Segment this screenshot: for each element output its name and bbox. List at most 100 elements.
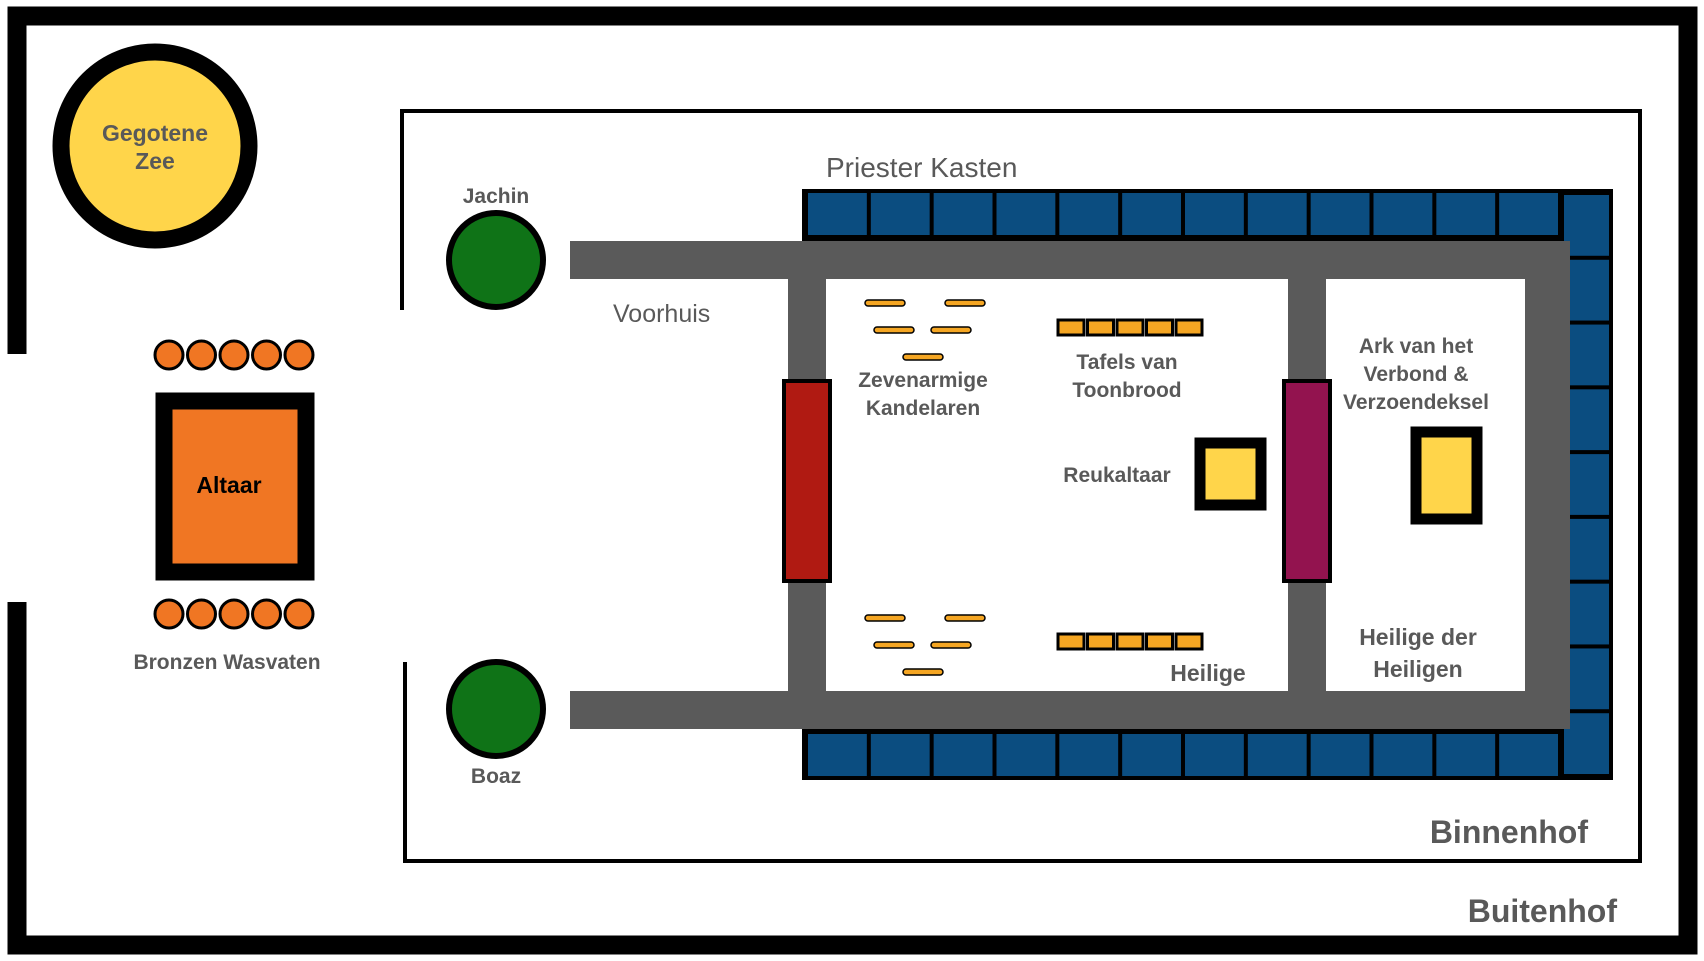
bronze-basins-label: Bronzen Wasvaten: [133, 651, 320, 674]
priest-chamber: [1247, 734, 1307, 776]
priest-chamber: [1564, 518, 1609, 580]
bronze-basin: [153, 598, 185, 630]
priest-chamber: [996, 734, 1056, 776]
priest-chamber: [1247, 193, 1307, 235]
boaz-label: Boaz: [471, 765, 521, 788]
priest-chamber: [933, 193, 993, 235]
showbread-table: [1145, 632, 1174, 651]
priest-chamber: [1436, 734, 1496, 776]
holy-of-holies-label-2: Heiligen: [1373, 656, 1462, 682]
priest-chamber: [1564, 454, 1609, 515]
priest-chamber: [1185, 734, 1244, 776]
priest-chamber: [1373, 193, 1433, 235]
bronze-basin: [218, 339, 250, 371]
candlestick: [864, 614, 906, 622]
showbread-table: [1115, 632, 1145, 651]
holy-of-holies-label-1: Heilige der: [1359, 624, 1477, 650]
ark-of-covenant: [1410, 426, 1483, 525]
candlesticks-label-1: Zevenarmige: [858, 369, 988, 392]
priest-chamber: [1185, 193, 1244, 235]
holy-place-label: Heilige: [1170, 660, 1245, 686]
priest-chamber: [1122, 193, 1181, 235]
jachin-label: Jachin: [463, 185, 530, 208]
priest-chambers-label: Priester Kasten: [826, 152, 1017, 183]
incense-altar-label: Reukaltaar: [1063, 464, 1170, 487]
showbread-tables-bottom: [1056, 632, 1204, 651]
incense-altar: [1194, 437, 1267, 511]
pillar-boaz: [446, 659, 546, 759]
candlestick: [930, 326, 972, 334]
showbread-table: [1115, 318, 1145, 337]
temple-wall-back: [1525, 241, 1570, 729]
candlestick: [873, 641, 915, 649]
ark-label-2: Verbond &: [1363, 363, 1468, 386]
priest-chamber: [1059, 734, 1119, 776]
candlestick: [930, 641, 972, 649]
molten-sea-label-1: Gegotene: [102, 120, 208, 146]
priest-chamber: [1564, 648, 1609, 710]
showbread-table: [1086, 318, 1115, 337]
pillar-jachin: [446, 210, 546, 310]
candlesticks-bottom: [864, 614, 986, 676]
priest-chamber: [1564, 583, 1609, 645]
molten-sea: [52, 43, 258, 249]
priest-chamber: [1059, 193, 1119, 235]
bronze-basins-bottom: [153, 598, 315, 630]
bronze-basin: [153, 339, 185, 371]
priest-chamber: [870, 193, 930, 235]
bronze-basin: [251, 339, 282, 371]
priest-chamber: [1564, 324, 1609, 386]
priest-chamber: [1564, 195, 1609, 256]
priest-chamber: [1310, 734, 1370, 776]
outer-court-wall: [7, 6, 1698, 955]
priest-chamber: [1499, 193, 1558, 235]
priest-chamber: [870, 734, 930, 776]
priest-chamber: [1564, 713, 1609, 774]
bronze-basin: [283, 339, 315, 371]
showbread-table: [1086, 632, 1115, 651]
priest-chamber: [1436, 193, 1496, 235]
showbread-table: [1174, 318, 1204, 337]
candlesticks-label-2: Kandelaren: [866, 397, 980, 420]
priest-chamber: [1373, 734, 1433, 776]
bronze-basin: [251, 598, 282, 630]
porch-curtain: [782, 379, 832, 583]
tables-label-1: Tafels van: [1076, 351, 1177, 374]
candlesticks-top: [864, 299, 986, 361]
bronze-basins-top: [153, 339, 315, 371]
ark-label-3: Verzoendeksel: [1343, 391, 1489, 414]
priest-chamber: [1564, 259, 1609, 321]
candlestick: [873, 326, 915, 334]
candlestick: [902, 353, 944, 361]
bronze-basin: [283, 598, 315, 630]
priest-chamber: [1499, 734, 1558, 776]
bronze-basin: [186, 339, 217, 371]
temple-wall-top: [570, 241, 1570, 279]
priest-chamber: [808, 193, 867, 235]
molten-sea-label-2: Zee: [135, 148, 175, 174]
bronze-basin: [218, 598, 250, 630]
inner-curtain: [1282, 379, 1332, 583]
showbread-table: [1174, 632, 1204, 651]
candlestick: [902, 668, 944, 676]
priest-chamber: [933, 734, 993, 776]
priest-chambers: [808, 193, 1609, 776]
altar-label: Altaar: [196, 472, 261, 498]
candlestick: [864, 299, 906, 307]
priest-chamber: [1122, 734, 1181, 776]
candlestick: [944, 614, 986, 622]
priest-chamber: [808, 734, 867, 776]
outer-court-label: Buitenhof: [1468, 893, 1618, 929]
ark-label-1: Ark van het: [1359, 335, 1473, 358]
inner-court-label: Binnenhof: [1430, 814, 1589, 850]
showbread-table: [1056, 632, 1086, 651]
altar: [155, 392, 315, 581]
candlestick: [944, 299, 986, 307]
bronze-basin: [186, 598, 217, 630]
showbread-table: [1056, 318, 1086, 337]
tables-label-2: Toonbrood: [1072, 379, 1181, 402]
porch-label: Voorhuis: [613, 300, 710, 328]
priest-chamber: [1564, 389, 1609, 451]
inner-court-wall: [400, 109, 1642, 863]
